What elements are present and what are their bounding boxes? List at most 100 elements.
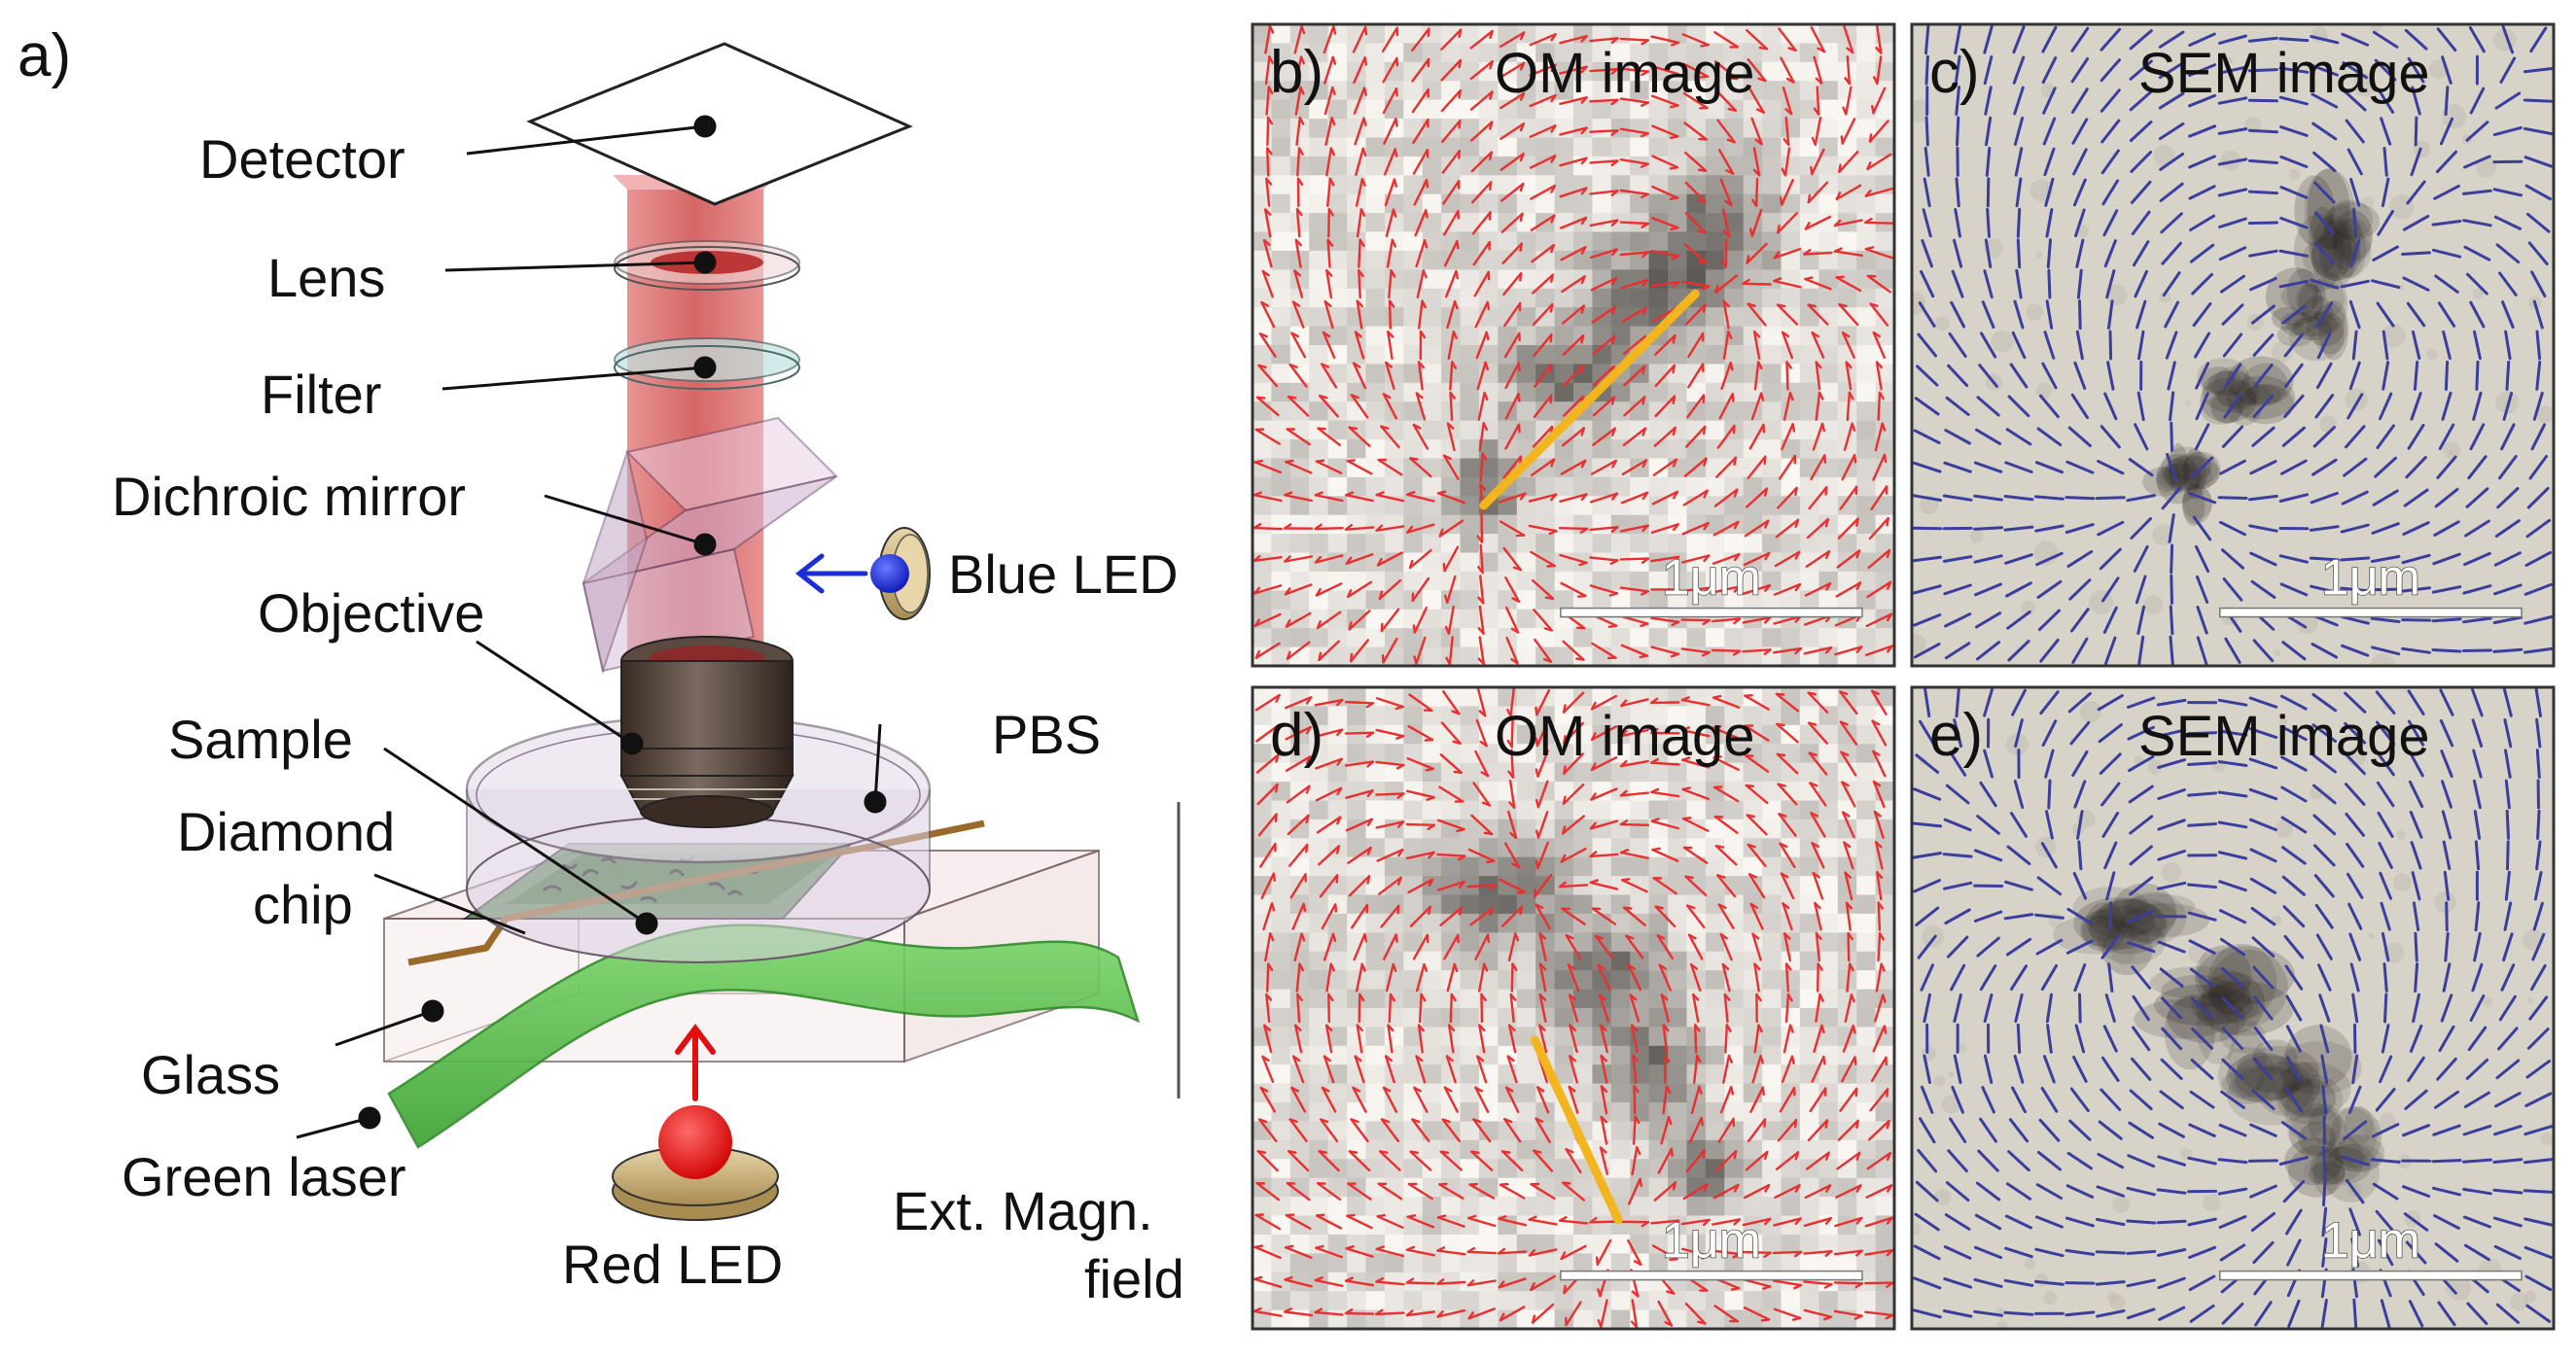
field-vector-head bbox=[1809, 195, 1810, 202]
field-vector bbox=[2433, 1161, 2460, 1162]
field-vector bbox=[1835, 1282, 1862, 1283]
field-vector-head bbox=[1622, 879, 1629, 880]
panel-a-letter: a) bbox=[18, 22, 71, 89]
field-vector-head bbox=[1763, 1088, 1764, 1095]
field-vector bbox=[2385, 994, 2386, 1022]
field-vector bbox=[2066, 1283, 2094, 1284]
field-vector bbox=[2507, 811, 2508, 838]
field-vector-head bbox=[1460, 121, 1461, 127]
panel-a: a) bbox=[18, 22, 1184, 1309]
field-vector-head bbox=[1747, 816, 1754, 817]
blue-arrow bbox=[799, 556, 865, 591]
label-lens: Lens bbox=[267, 247, 385, 308]
field-vector-head bbox=[1521, 244, 1522, 251]
field-vector bbox=[1376, 1313, 1403, 1314]
field-vector-head bbox=[1805, 278, 1812, 280]
field-vector bbox=[1695, 1025, 1696, 1052]
field-vector-head bbox=[1427, 180, 1428, 187]
field-vector-head bbox=[1490, 212, 1491, 219]
panel-letter: b) bbox=[1270, 39, 1323, 106]
field-vector-head bbox=[1888, 1121, 1889, 1128]
field-vector-head bbox=[1778, 226, 1779, 232]
field-vector bbox=[1975, 528, 2002, 530]
label-detector: Detector bbox=[199, 128, 406, 190]
field-vector bbox=[2097, 1252, 2124, 1253]
field-vector-head bbox=[1428, 150, 1429, 157]
field-vector bbox=[2249, 223, 2276, 224]
field-vector-head bbox=[1642, 366, 1644, 373]
field-vector bbox=[1988, 209, 1990, 236]
field-vector bbox=[2018, 240, 2019, 267]
field-vector bbox=[1390, 994, 1391, 1022]
field-vector-head bbox=[1793, 424, 1794, 431]
field-vector-head bbox=[1671, 167, 1677, 168]
field-vector-head bbox=[1258, 1151, 1265, 1152]
field-vector-head bbox=[1853, 1026, 1855, 1032]
field-vector bbox=[2249, 1161, 2276, 1162]
field-vector-head bbox=[1839, 165, 1840, 172]
field-vector-head bbox=[1426, 740, 1432, 741]
field-vector-head bbox=[1319, 653, 1321, 660]
field-vector bbox=[2170, 607, 2172, 634]
field-vector-head bbox=[1826, 1121, 1827, 1128]
field-vector-head bbox=[1307, 816, 1309, 822]
field-vector bbox=[2538, 811, 2539, 838]
field-vector-head bbox=[1459, 151, 1460, 157]
field-vector bbox=[1254, 528, 1282, 529]
field-vector-head bbox=[1438, 492, 1445, 494]
label-pbs: PBS bbox=[992, 704, 1101, 765]
field-vector bbox=[1756, 179, 1757, 206]
label-objective: Objective bbox=[258, 582, 484, 644]
field-vector-head bbox=[1624, 908, 1631, 909]
scale-bar-label: 1μm bbox=[1662, 550, 1761, 607]
field-vector bbox=[1390, 301, 1391, 329]
field-vector bbox=[2110, 903, 2111, 930]
field-vector-head bbox=[1382, 624, 1383, 631]
field-vector bbox=[2080, 301, 2081, 329]
field-vector-head bbox=[1671, 105, 1677, 107]
field-vector-head bbox=[1490, 153, 1492, 159]
field-vector bbox=[2508, 842, 2509, 869]
field-vector-head bbox=[1395, 119, 1396, 125]
field-vector-head bbox=[1364, 934, 1365, 941]
field-vector-head bbox=[1368, 876, 1370, 883]
scale-bar-label: 1μm bbox=[2321, 1213, 2420, 1270]
field-vector-head bbox=[1350, 428, 1357, 429]
field-vector bbox=[1468, 885, 1496, 887]
field-vector-head bbox=[1576, 659, 1583, 660]
field-vector-head bbox=[1795, 488, 1796, 495]
field-vector-head bbox=[1456, 271, 1458, 278]
field-vector-head bbox=[1317, 1215, 1323, 1216]
field-vector-head bbox=[1396, 935, 1397, 942]
field-vector bbox=[1988, 179, 1989, 206]
field-vector bbox=[1805, 253, 1832, 255]
field-vector bbox=[1621, 559, 1648, 560]
field-vector bbox=[1744, 284, 1771, 285]
field-vector bbox=[2446, 362, 2447, 389]
field-vector-head bbox=[1350, 622, 1352, 629]
field-vector-head bbox=[1824, 456, 1825, 463]
field-vector-head bbox=[1765, 489, 1767, 496]
panel-title: OM image bbox=[1495, 705, 1755, 768]
field-vector bbox=[2158, 1221, 2185, 1223]
field-vector bbox=[1682, 620, 1710, 621]
field-vector bbox=[1316, 528, 1343, 529]
field-vector bbox=[2066, 498, 2094, 499]
field-vector-head bbox=[1643, 397, 1645, 403]
field-vector-head bbox=[1854, 455, 1855, 462]
field-vector-head bbox=[1427, 769, 1433, 770]
field-vector bbox=[1926, 56, 1927, 84]
detector-plate bbox=[530, 44, 909, 204]
field-vector-head bbox=[1609, 626, 1616, 627]
field-vector-head bbox=[1551, 334, 1552, 341]
field-vector bbox=[2250, 160, 2277, 162]
field-vector bbox=[1267, 964, 1268, 992]
field-vector bbox=[1621, 824, 1648, 825]
panel-letter: c) bbox=[1929, 39, 1980, 106]
field-vector-head bbox=[1319, 429, 1325, 430]
field-vector-head bbox=[1683, 788, 1690, 790]
field-vector-head bbox=[1795, 1120, 1796, 1127]
field-vector-head bbox=[1337, 846, 1339, 853]
field-vector-head bbox=[1410, 459, 1417, 460]
field-vector-head bbox=[1747, 257, 1749, 263]
